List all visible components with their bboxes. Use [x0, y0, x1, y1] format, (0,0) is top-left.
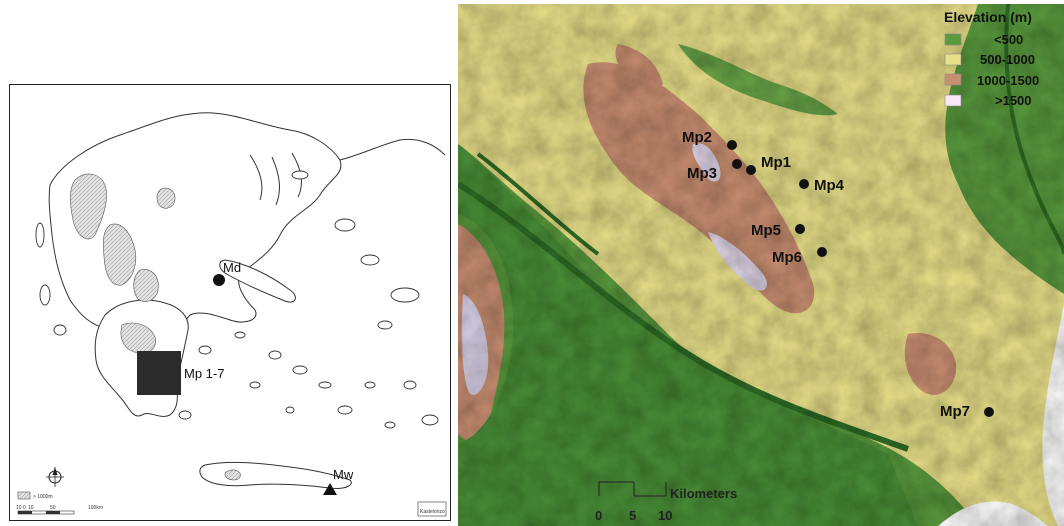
- elevation-legend: Elevation (m) <500 500-1000 1000-1500 >1…: [944, 9, 1039, 108]
- legend-label-gt1500: >1500: [995, 93, 1032, 108]
- svg-text:5: 5: [629, 508, 636, 523]
- zone-1000-1500-massif: [583, 62, 815, 314]
- highland-pindus: [103, 223, 137, 286]
- svg-text:50: 50: [50, 505, 56, 511]
- site-mp2-label: Mp2: [682, 129, 712, 146]
- overview-map-panel: Md Mp 1-7 Mw > 1000m 10 0 10 50 100km K: [9, 84, 451, 521]
- site-mp2-marker: [727, 140, 737, 150]
- site-mp3-label: Mp3: [687, 165, 717, 182]
- zone-lowland-southwest-band: [458, 144, 918, 526]
- eastern-coast: [339, 138, 446, 161]
- study-area-box: [137, 351, 181, 395]
- site-mw-label: Mw: [333, 467, 354, 482]
- site-mp5-label: Mp5: [751, 222, 781, 239]
- legend-label-1000-1500: 1000-1500: [977, 73, 1039, 88]
- legend-highland-label: > 1000m: [33, 494, 53, 500]
- highland-peloponnese: [120, 322, 156, 354]
- legend-swatch-1000-1500: [944, 73, 962, 86]
- euboea-island: [219, 259, 296, 303]
- sample-sites: Mp2 Mp3 Mp1 Mp4 Mp5 Mp6 Mp7: [682, 129, 994, 420]
- zone-peak-ridge: [708, 232, 768, 291]
- legend-highland-swatch: [17, 491, 31, 500]
- highland-north: [69, 173, 107, 240]
- svg-text:10: 10: [658, 508, 672, 523]
- highland-crete: [224, 469, 241, 481]
- coastline-southeast: [938, 501, 1048, 526]
- site-mw-marker: [323, 483, 337, 495]
- zone-peak-southwest: [461, 294, 489, 395]
- elevation-terrain: [458, 4, 1064, 526]
- highland-central: [133, 269, 159, 302]
- coastline-east: [1042, 304, 1064, 526]
- svg-text:10: 10: [28, 505, 34, 511]
- site-mp7-label: Mp7: [940, 403, 970, 420]
- overview-scale-bar: 10 0 10 50 100km: [16, 505, 103, 515]
- kastelorizo-label: Kastelorizo: [420, 509, 445, 515]
- svg-text:0: 0: [595, 508, 602, 523]
- legend-swatch-gt1500: [944, 94, 962, 107]
- zone-lowland-northeast: [1009, 4, 1064, 244]
- overview-map-svg: Md Mp 1-7 Mw > 1000m 10 0 10 50 100km K: [16, 112, 447, 517]
- site-mp7-marker: [984, 407, 994, 417]
- site-md-marker: [213, 274, 225, 286]
- aegean-islands: [35, 170, 439, 429]
- detail-elevation-map-panel: Elevation (m) <500 500-1000 1000-1500 >1…: [458, 4, 1064, 526]
- highland-olympus: [156, 187, 176, 209]
- crete-island: [199, 461, 352, 489]
- legend-label-lt500: <500: [994, 32, 1023, 47]
- zone-lowland-valley: [678, 44, 838, 116]
- site-md-label: Md: [223, 260, 241, 275]
- svg-text:10: 10: [16, 505, 22, 511]
- zone-1000-1500-southeast: [904, 333, 957, 395]
- site-mp4-marker: [799, 179, 809, 189]
- svg-text:0: 0: [23, 505, 26, 511]
- site-mp1-marker: [746, 165, 756, 175]
- north-arrow-icon: [46, 467, 64, 487]
- kastelorizo-inset: [417, 501, 447, 517]
- site-mp6-marker: [817, 247, 827, 257]
- site-mp1-label: Mp1: [761, 154, 791, 171]
- zone-1000-1500-north: [615, 44, 663, 90]
- svg-text:100km: 100km: [88, 505, 103, 511]
- site-mp5-marker: [795, 224, 805, 234]
- zone-peak-center: [692, 143, 721, 182]
- legend-swatch-500-1000: [944, 53, 962, 66]
- site-mp6-label: Mp6: [772, 249, 802, 266]
- site-mp3-marker: [732, 159, 742, 169]
- legend-swatch-lt500: [944, 33, 962, 46]
- legend-title: Elevation (m): [944, 9, 1032, 25]
- detail-scale-bar: Kilometers 0 5 10: [595, 481, 737, 523]
- site-mp-label: Mp 1-7: [184, 366, 224, 381]
- site-mp4-label: Mp4: [814, 177, 845, 194]
- legend-label-500-1000: 500-1000: [980, 52, 1035, 67]
- scale-unit-label: Kilometers: [670, 486, 737, 501]
- detail-map-svg: Elevation (m) <500 500-1000 1000-1500 >1…: [458, 4, 1064, 526]
